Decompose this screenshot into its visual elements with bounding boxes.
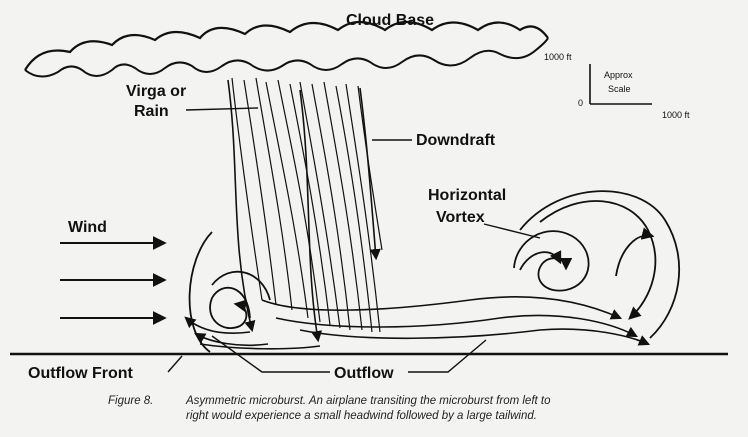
scale-right-label: 1000 ft	[662, 110, 690, 120]
cloud-base-outline	[24, 20, 549, 71]
downdraft-label: Downdraft	[416, 132, 496, 149]
figure-caption: Figure 8. Asymmetric microburst. An airpl…	[108, 394, 728, 424]
scale-top-label: 1000 ft	[544, 52, 572, 62]
scale-indicator	[589, 64, 652, 105]
horizontal-label-line1: Horizontal	[428, 187, 506, 204]
cloud-base-lower	[24, 37, 549, 78]
virga-label-line2: Rain	[134, 103, 169, 120]
leader-lines	[167, 107, 541, 373]
horizontal-label-line2: Vortex	[436, 209, 485, 226]
caption-line2: right would experience a small headwind …	[186, 410, 537, 422]
downdraft-streaks	[231, 77, 383, 333]
left-vortex	[188, 231, 271, 353]
wind-arrows	[60, 236, 167, 325]
caption-line1: Asymmetric microburst. An airplane trans…	[186, 395, 551, 407]
right-vortex	[513, 190, 681, 339]
outflow-streamlines	[184, 296, 651, 350]
scale-approx-label: Approx	[604, 70, 633, 80]
scale-word-label: Scale	[608, 84, 631, 94]
virga-label-line1: Virga or	[126, 83, 186, 100]
wind-label: Wind	[68, 219, 107, 236]
outflow-front-label: Outflow Front	[28, 365, 134, 382]
figure-number: Figure 8.	[108, 395, 154, 407]
scale-zero-label: 0	[578, 98, 583, 108]
outflow-label: Outflow	[334, 365, 394, 382]
cloud-base-label: Cloud Base	[346, 12, 434, 29]
